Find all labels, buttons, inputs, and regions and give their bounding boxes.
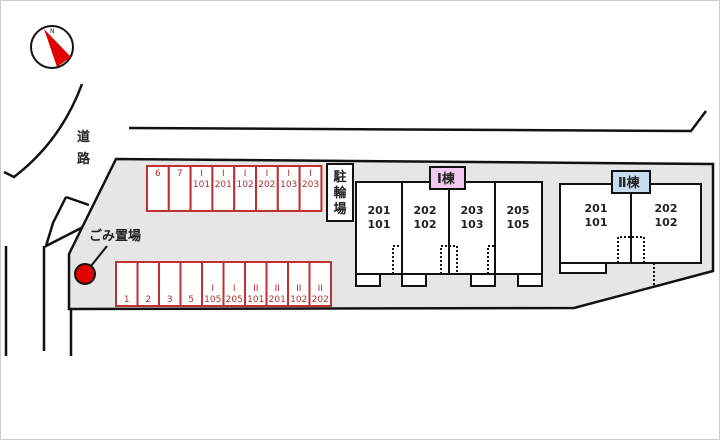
parking-unit-label: 1 — [124, 295, 130, 305]
parking-unit-label: 101 — [193, 180, 210, 190]
parking-unit-label: 103 — [280, 180, 297, 190]
garbage-area-marker — [74, 263, 96, 285]
parking-space: 2 — [136, 261, 160, 307]
bicycle-parking-label: 輪 — [333, 185, 347, 201]
building-1-label: Ⅰ棟 — [437, 171, 456, 187]
parking-unit-label: 201 — [215, 180, 232, 190]
bicycle-parking — [326, 163, 354, 222]
parking-unit-label: 202 — [258, 180, 275, 190]
compass-icon: N — [30, 25, 74, 69]
parking-unit-label: 101 — [247, 295, 264, 305]
parking-building-label: II — [318, 284, 323, 294]
road-label-1: 道 — [77, 129, 90, 145]
unit-number: 202 — [655, 202, 678, 215]
unit-number: 201 — [368, 204, 391, 217]
parking-building-label: I — [244, 169, 247, 179]
parking-unit-label: 7 — [177, 169, 183, 179]
parking-building-label: I — [309, 169, 312, 179]
parking-building-label: I — [222, 169, 225, 179]
road-label-2: 路 — [77, 151, 91, 167]
parking-unit-label: 5 — [188, 295, 194, 305]
parking-unit-label: 3 — [167, 295, 173, 305]
unit-number: 102 — [655, 216, 678, 229]
parking-building-label: II — [296, 284, 301, 294]
bicycle-parking-label: 場 — [333, 201, 346, 217]
parking-unit-label: 205 — [226, 295, 243, 305]
unit-number: 205 — [507, 204, 530, 217]
road-lines — [3, 83, 707, 356]
parking-building-label: I — [200, 169, 203, 179]
svg-text:N: N — [50, 28, 55, 35]
building-1 — [355, 166, 543, 287]
parking-building-label: II — [253, 284, 258, 294]
unit-number: 101 — [585, 216, 608, 229]
parking-unit-label: 203 — [302, 180, 319, 190]
parking-building-label: I — [266, 169, 269, 179]
bicycle-parking-label: 駐 — [333, 169, 346, 185]
parking-unit-label: 2 — [145, 295, 151, 305]
unit-number: 201 — [585, 202, 608, 215]
parking-unit-label: 202 — [312, 295, 329, 305]
building-2-label: Ⅱ棟 — [618, 175, 641, 191]
garbage-area-label: ごみ置場 — [89, 228, 141, 244]
unit-number: 105 — [507, 218, 530, 231]
unit-number: 203 — [461, 204, 484, 217]
building-2 — [559, 170, 702, 286]
unit-number: 103 — [461, 218, 484, 231]
parking-space: 7 — [167, 165, 192, 212]
parking-space: 3 — [158, 261, 182, 307]
unit-number: 101 — [368, 218, 391, 231]
parking-space: 1 — [115, 261, 139, 307]
parking-unit-label: 102 — [290, 295, 307, 305]
unit-number: 202 — [414, 204, 437, 217]
parking-unit-label: 6 — [155, 169, 161, 179]
parking-space: 5 — [179, 261, 203, 307]
parking-building-label: I — [287, 169, 290, 179]
parking-building-label: I — [233, 284, 236, 294]
parking-building-label: II — [275, 284, 280, 294]
parking-space: 6 — [146, 165, 170, 212]
parking-unit-label: 102 — [237, 180, 254, 190]
parking-building-label: I — [211, 284, 214, 294]
parking-unit-label: 201 — [269, 295, 286, 305]
parking-unit-label: 105 — [204, 295, 221, 305]
unit-number: 102 — [414, 218, 437, 231]
